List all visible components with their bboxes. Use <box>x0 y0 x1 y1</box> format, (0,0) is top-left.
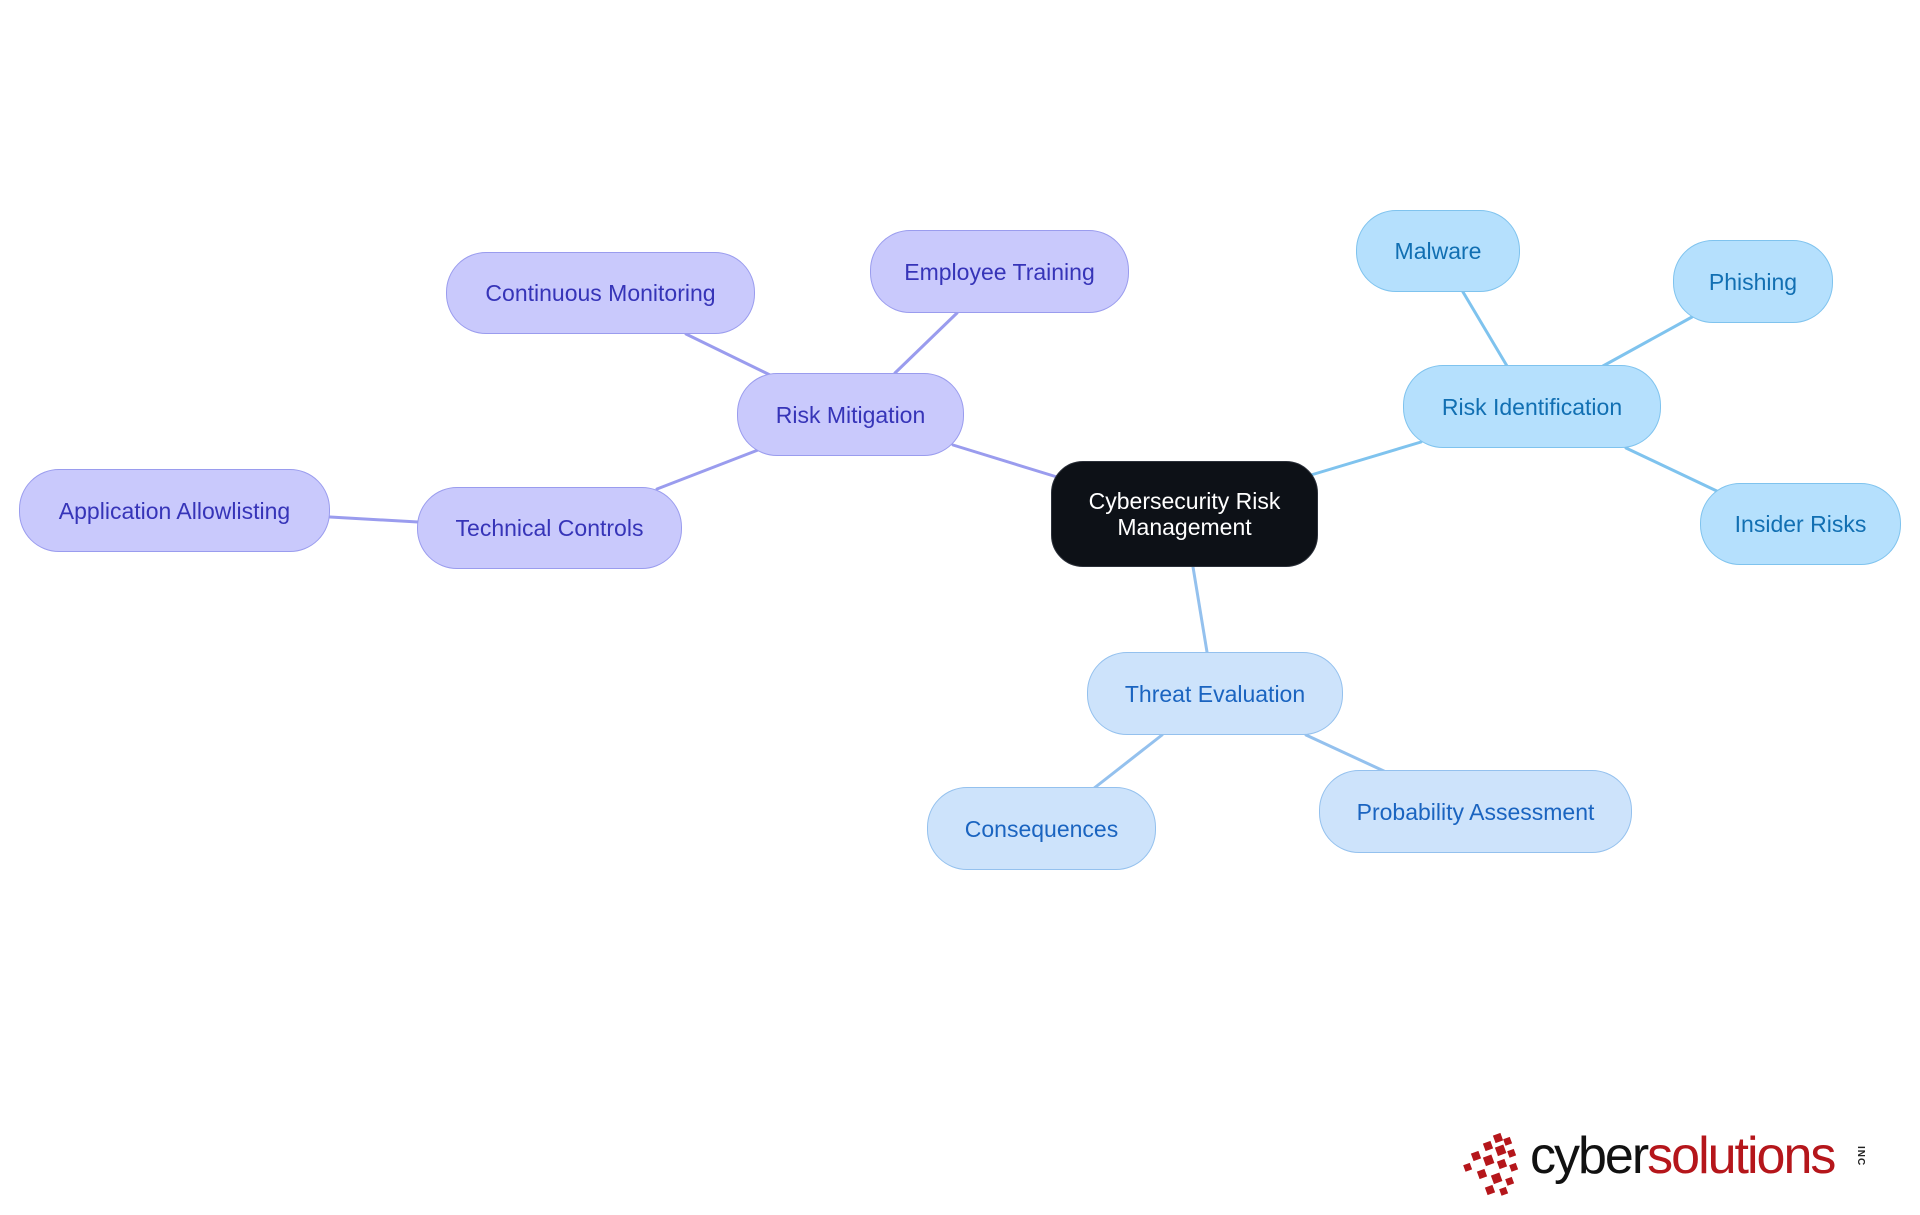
logo-wordmark: cybersolutions <box>1530 1126 1836 1186</box>
edge-identification-insider <box>1624 446 1723 495</box>
node-employee-training-label: Employee Training <box>904 258 1095 285</box>
node-insider-risks[interactable]: Insider Risks <box>1700 483 1901 565</box>
node-risk-identification[interactable]: Risk Identification <box>1403 365 1661 448</box>
node-probability-assessment[interactable]: Probability Assessment <box>1319 770 1632 853</box>
edge-mitigation-training <box>893 311 959 375</box>
logo-text-inc: INC <box>1855 1146 1866 1167</box>
node-risk-identification-label: Risk Identification <box>1441 393 1623 420</box>
node-malware[interactable]: Malware <box>1356 210 1520 292</box>
edge-technical-allowlisting <box>328 515 420 524</box>
node-technical-controls-label: Technical Controls <box>455 515 644 541</box>
node-technical-controls[interactable]: Technical Controls <box>417 487 682 569</box>
node-employee-training[interactable]: Employee Training <box>870 230 1129 313</box>
node-application-allowlisting-label: Application Allowlisting <box>58 497 291 524</box>
node-insider-risks-label: Insider Risks <box>1734 511 1867 537</box>
logo-mark-icon <box>1463 1132 1519 1196</box>
node-risk-mitigation-label: Risk Mitigation <box>775 401 926 428</box>
edge-identification-malware <box>1461 290 1509 368</box>
edge-threat-consequences <box>1091 733 1164 791</box>
edge-root-threat <box>1191 565 1209 654</box>
logo-text-cyber: cyber <box>1530 1127 1649 1185</box>
node-continuous-monitoring[interactable]: Continuous Monitoring <box>446 252 755 334</box>
node-malware-label: Malware <box>1394 238 1482 264</box>
node-phishing-label: Phishing <box>1708 268 1798 295</box>
edge-mitigation-technical <box>655 448 760 491</box>
edge-threat-probability <box>1304 733 1388 774</box>
node-phishing[interactable]: Phishing <box>1673 240 1833 323</box>
node-risk-mitigation[interactable]: Risk Mitigation <box>737 373 964 456</box>
node-continuous-monitoring-label: Continuous Monitoring <box>485 280 716 306</box>
edge-root-identification <box>1309 440 1423 477</box>
node-threat-evaluation[interactable]: Threat Evaluation <box>1087 652 1343 735</box>
edge-identification-phishing <box>1601 315 1694 368</box>
node-probability-assessment-label: Probability Assessment <box>1356 798 1595 825</box>
node-threat-evaluation-label: Threat Evaluation <box>1124 680 1306 707</box>
root-node-label: Cybersecurity Risk Management <box>1088 488 1281 540</box>
root-node[interactable]: Cybersecurity Risk Management <box>1051 461 1318 567</box>
node-application-allowlisting[interactable]: Application Allowlisting <box>19 469 330 552</box>
logo-text-solutions: solutions <box>1647 1127 1836 1185</box>
edge-root-mitigation <box>951 443 1059 479</box>
node-consequences-label: Consequences <box>964 815 1119 842</box>
edge-mitigation-monitoring <box>684 332 772 377</box>
cybersolutions-logo: cybersolutions INC <box>1460 1120 1880 1200</box>
node-consequences[interactable]: Consequences <box>927 787 1156 870</box>
